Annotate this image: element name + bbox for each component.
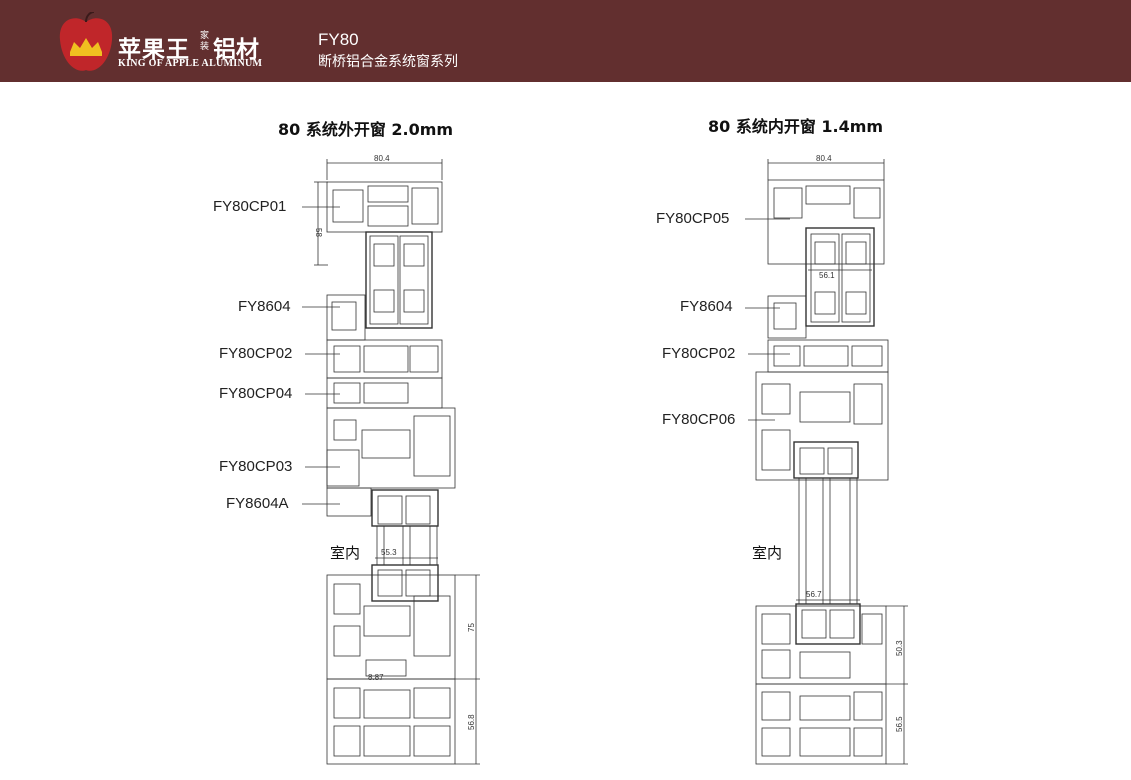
left-dim-top-width: 80.4	[374, 154, 390, 163]
right-dim-upper: 50.3	[895, 640, 904, 656]
left-section-title: 80 系统外开窗 2.0mm	[278, 120, 454, 139]
right-profile-drawing	[745, 159, 908, 765]
right-dim-glass-bottom: 56.7	[806, 590, 822, 599]
label-fy80cp03: FY80CP03	[219, 458, 293, 475]
label-fy80cp01: FY80CP01	[213, 198, 287, 215]
label-fy80cp04: FY80CP04	[219, 385, 293, 402]
brand-name-cn-2: 铝材	[213, 37, 259, 63]
label-fy8604-right: FY8604	[680, 298, 733, 315]
header-banner: 苹果王 家装 铝材 KING OF APPLE ALUMINUM FY80 断桥…	[0, 0, 1131, 82]
brand-name-en: KING OF APPLE ALUMINUM	[118, 58, 263, 69]
label-fy8604a: FY8604A	[226, 495, 289, 512]
right-dim-glass-top: 56.1	[819, 271, 835, 280]
left-profile-drawing	[302, 159, 480, 765]
brand-name-cn: 苹果王	[118, 37, 190, 63]
brand-tag: 家装	[200, 31, 210, 52]
label-fy80cp05: FY80CP05	[656, 210, 730, 227]
label-fy80cp02-right: FY80CP02	[662, 345, 736, 362]
label-fy80cp06: FY80CP06	[662, 411, 736, 428]
left-dim-lower: 56.8	[467, 714, 476, 730]
left-dim-glass: 55.3	[381, 548, 397, 557]
right-section-title: 80 系统内开窗 1.4mm	[708, 117, 884, 136]
left-dim-upper: 75	[467, 623, 476, 632]
series-subtitle: 断桥铝合金系统窗系列	[318, 54, 458, 70]
indoor-label-left: 室内	[330, 544, 361, 562]
right-dim-lower: 56.5	[895, 716, 904, 732]
label-fy8604-left: FY8604	[238, 298, 291, 315]
left-dim-height: 58	[314, 228, 323, 237]
right-dim-top-width: 80.4	[816, 154, 832, 163]
apple-crown-logo-icon	[59, 12, 113, 71]
left-dim-small: 8.87	[368, 673, 384, 682]
indoor-label-right: 室内	[752, 544, 783, 562]
model-title: FY80	[318, 30, 359, 49]
label-fy80cp02-left: FY80CP02	[219, 345, 293, 362]
